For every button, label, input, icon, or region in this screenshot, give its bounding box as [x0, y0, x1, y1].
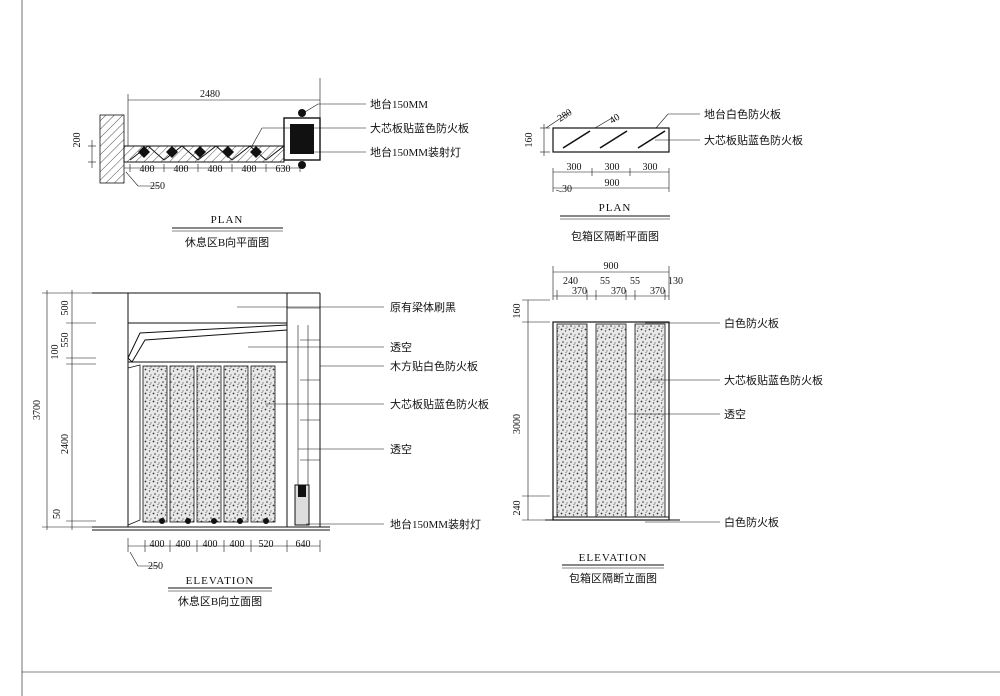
elev-b-bdim-6: 640	[296, 539, 311, 550]
elev-box-tdim-2: 370	[572, 286, 587, 297]
elev-b-bdim-3: 400	[203, 539, 218, 550]
plan-b-dim-left: 200	[72, 133, 83, 148]
elev-box-panel-3	[634, 323, 666, 518]
elev-b-bdim-2: 400	[176, 539, 191, 550]
plan-b-dim-4: 400	[242, 164, 257, 175]
plan-b-label-2: 大芯板贴蓝色防火板	[370, 121, 469, 135]
elev-b-dim-4: 2400	[60, 434, 71, 454]
elev-b-panel-2	[169, 365, 195, 523]
column-core	[290, 124, 314, 154]
plan-box-title-cn: 包箱区隔断平面图	[571, 229, 659, 243]
spotlight-markers	[138, 146, 262, 158]
elev-b-dim-offset: 250	[148, 561, 163, 572]
wall-hatch	[99, 114, 125, 184]
elev-box-ldim-1: 160	[512, 304, 523, 319]
elev-b-dim-1: 500	[60, 301, 71, 316]
elev-box-title-cn: 包箱区隔断立面图	[569, 571, 657, 585]
plan-box-dim-2: 300	[605, 162, 620, 173]
elev-box-tdim-4: 370	[611, 286, 626, 297]
box-panel-2	[599, 130, 628, 149]
elev-b-panel-5	[250, 365, 276, 523]
plan-b-dim-5: 630	[276, 164, 291, 175]
elev-box-dim-total: 900	[604, 261, 619, 272]
elev-b-dim-outer: 3700	[32, 400, 43, 420]
plan-b-dim-3: 400	[208, 164, 223, 175]
plan-b-drawing	[88, 78, 366, 187]
plan-b-dim-2: 400	[174, 164, 189, 175]
plan-b-label-3: 地台150MM装射灯	[370, 145, 461, 159]
box-panel-1	[562, 130, 591, 149]
plan-box-dim-slant: 280	[556, 107, 575, 124]
elev-b-floor-lights	[159, 518, 269, 524]
elev-b-dim-2: 550	[60, 333, 71, 348]
elev-b-title-cn: 休息区B向立面图	[178, 594, 262, 608]
elev-b-title-en: ELEVATION	[186, 575, 255, 587]
elev-box-drawing	[522, 266, 720, 523]
elev-box-panel-1	[556, 323, 588, 518]
elev-box-tdim-5: 55	[630, 276, 640, 287]
elev-b-bdim-1: 400	[150, 539, 165, 550]
elev-box-tdim-7: 130	[668, 276, 683, 287]
elev-b-bdim-5: 520	[259, 539, 274, 550]
elev-b-panel-4	[223, 365, 249, 523]
elev-b-drawing	[42, 290, 384, 567]
elev-b-dim-3: 100	[50, 345, 61, 360]
elev-box-tdim-1: 240	[563, 276, 578, 287]
plan-box-label-2: 大芯板贴蓝色防火板	[704, 133, 803, 147]
column-light-top	[298, 109, 306, 117]
plan-box-dim-offset: 30	[562, 184, 572, 195]
elev-b-dim-5: 50	[52, 509, 63, 519]
plan-box-dim-slant2: 40	[608, 112, 622, 127]
elev-b-panel-1	[142, 365, 168, 523]
elev-b-label-4: 大芯板贴蓝色防火板	[390, 397, 489, 411]
elev-b-bdim-4: 400	[230, 539, 245, 550]
plan-b-dim-1: 400	[140, 164, 155, 175]
elev-box-panel-2	[595, 323, 627, 518]
elev-box-tdim-6: 370	[650, 286, 665, 297]
plan-box-dim-total: 900	[605, 178, 620, 189]
elev-b-panel-3	[196, 365, 222, 523]
plan-box-dim-3: 300	[643, 162, 658, 173]
plan-box-title-en: PLAN	[599, 202, 632, 214]
plan-box-label-1: 地台白色防火板	[704, 107, 781, 121]
plan-b-dim-top: 2480	[200, 89, 220, 100]
plan-box-drawing	[540, 111, 700, 193]
elev-b-label-5: 透空	[390, 442, 412, 456]
elev-b-label-1: 原有梁体刷黑	[390, 300, 456, 314]
plan-b-title-cn: 休息区B向平面图	[185, 235, 269, 249]
elev-box-title-en: ELEVATION	[579, 552, 648, 564]
box-panel-3	[637, 130, 666, 149]
elev-box-label-2: 大芯板贴蓝色防火板	[724, 373, 823, 387]
plan-b-label-1: 地台150MM	[370, 97, 428, 111]
elev-box-ldim-2: 3000	[512, 414, 523, 434]
elev-box-label-1: 白色防火板	[724, 316, 779, 330]
elev-box-ldim-3: 240	[512, 501, 523, 516]
elev-box-label-4: 白色防火板	[724, 515, 779, 529]
elev-box-label-3: 透空	[724, 407, 746, 421]
column-outline	[283, 117, 321, 161]
elev-b-label-3: 木方贴白色防火板	[390, 359, 478, 373]
elev-b-label-6: 地台150MM装射灯	[390, 517, 481, 531]
plan-box-dim-left: 160	[524, 133, 535, 148]
plan-box-dim-1: 300	[567, 162, 582, 173]
plan-b-title-en: PLAN	[211, 214, 244, 226]
plan-b-dim-offset: 250	[150, 181, 165, 192]
elev-box-tdim-3: 55	[600, 276, 610, 287]
elev-b-label-2: 透空	[390, 340, 412, 354]
